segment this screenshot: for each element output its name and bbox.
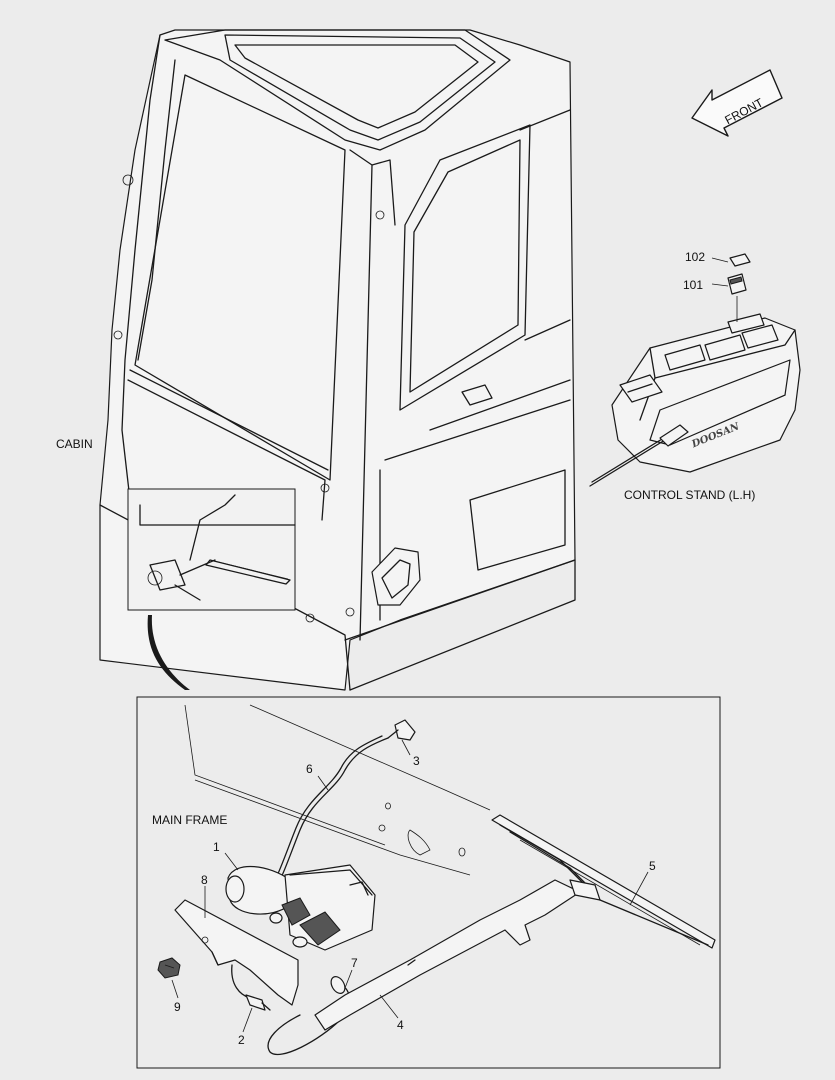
callout-9: 9 bbox=[174, 1000, 181, 1014]
callout-5: 5 bbox=[649, 859, 656, 873]
cabin-detail-inset bbox=[127, 488, 296, 611]
callout-101: 101 bbox=[683, 278, 703, 292]
callout-1: 1 bbox=[213, 840, 220, 854]
cap-102 bbox=[729, 253, 751, 267]
callout-7: 7 bbox=[351, 956, 358, 970]
bolt-part-9 bbox=[157, 957, 181, 979]
main-frame-detail bbox=[136, 696, 721, 1069]
callout-2: 2 bbox=[238, 1033, 245, 1047]
control-stand-label: CONTROL STAND (L.H) bbox=[624, 488, 755, 502]
callout-8: 8 bbox=[201, 873, 208, 887]
leader-lines bbox=[171, 257, 729, 1033]
nozzle-part-2 bbox=[245, 994, 266, 1011]
wiper-blade-part-5 bbox=[491, 814, 716, 949]
front-direction-arrow: FRONT bbox=[691, 69, 783, 137]
cabin-label: CABIN bbox=[56, 437, 93, 451]
wiper-arm-part-4 bbox=[314, 879, 581, 1031]
inset-pointer-arrow bbox=[147, 615, 190, 690]
callout-102: 102 bbox=[685, 250, 705, 264]
main-frame-label: MAIN FRAME bbox=[152, 813, 227, 827]
callout-6: 6 bbox=[306, 762, 313, 776]
callout-4: 4 bbox=[397, 1018, 404, 1032]
callout-3: 3 bbox=[413, 754, 420, 768]
control-stand-illustration: DOOSAN bbox=[589, 253, 801, 487]
